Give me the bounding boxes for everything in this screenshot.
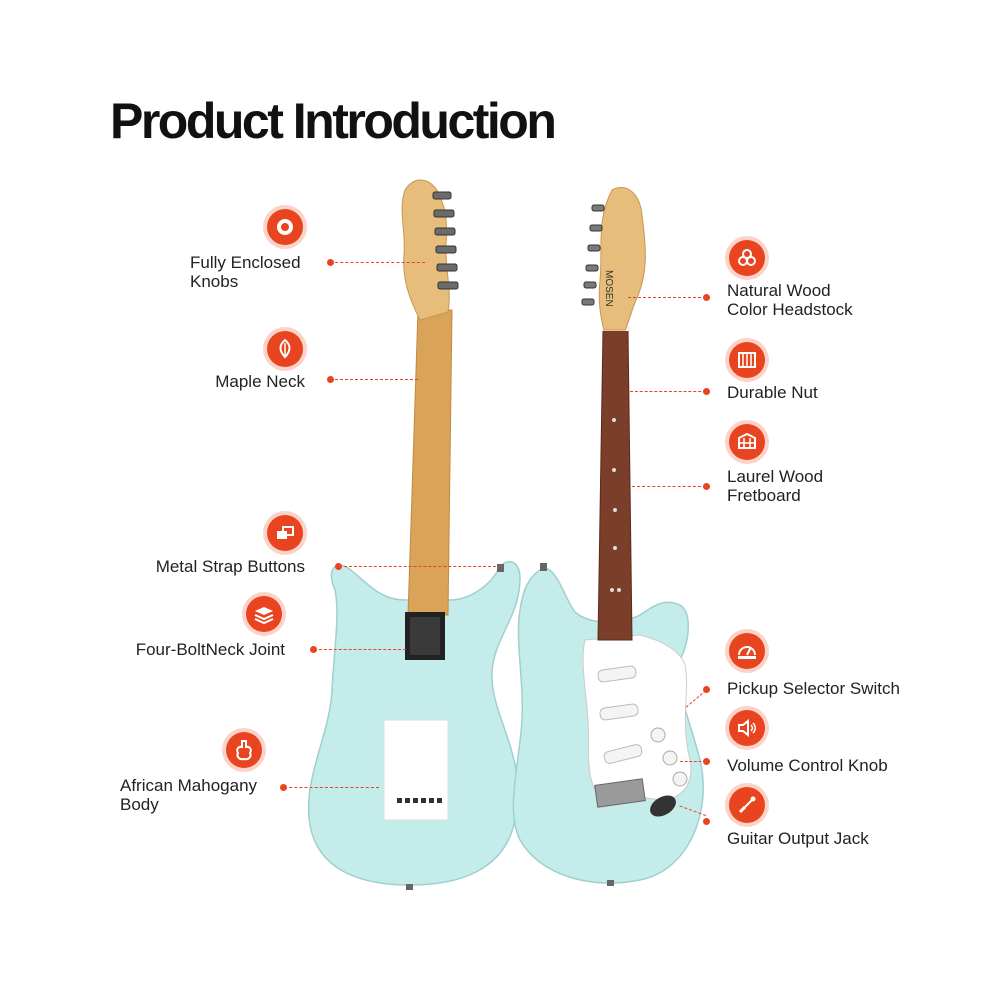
leader-line bbox=[330, 262, 425, 263]
layers-icon bbox=[246, 596, 282, 632]
leader-dot bbox=[310, 646, 317, 653]
page-title: Product Introduction bbox=[110, 93, 557, 149]
leader-dot bbox=[703, 294, 710, 301]
feature-label-strap-buttons: Metal Strap Buttons bbox=[155, 557, 305, 576]
leader-line bbox=[330, 379, 418, 380]
maple-leaf-icon bbox=[267, 331, 303, 367]
leader-line bbox=[339, 566, 501, 567]
leader-line bbox=[314, 649, 406, 650]
leader-dot bbox=[703, 818, 710, 825]
jack-cable-icon bbox=[729, 787, 765, 823]
feature-label-knobs: Fully Enclosed Knobs bbox=[190, 253, 301, 291]
guitar-back-view bbox=[307, 179, 521, 890]
selector-switch-icon bbox=[729, 633, 765, 669]
leader-line bbox=[628, 297, 706, 298]
feature-label-headstock: Natural Wood Color Headstock bbox=[727, 281, 853, 319]
feature-label-maple-neck: Maple Neck bbox=[215, 372, 305, 391]
strap-button-icon bbox=[267, 515, 303, 551]
leader-dot bbox=[335, 563, 342, 570]
leader-dot bbox=[703, 388, 710, 395]
knob-icon bbox=[267, 209, 303, 245]
feature-label-body: African Mahogany Body bbox=[120, 776, 258, 814]
leader-line bbox=[680, 761, 706, 762]
wood-logs-icon bbox=[729, 240, 765, 276]
leader-dot bbox=[327, 376, 334, 383]
leader-line bbox=[284, 787, 379, 788]
headstock-brand: MOSEN bbox=[603, 270, 614, 307]
leader-dot bbox=[327, 259, 334, 266]
nut-icon bbox=[729, 342, 765, 378]
feature-label-neck-joint: Four-BoltNeck Joint bbox=[135, 640, 285, 659]
feature-label-nut: Durable Nut bbox=[727, 383, 818, 402]
leader-dot bbox=[703, 686, 710, 693]
leader-line bbox=[632, 486, 706, 487]
feature-label-fretboard: Laurel Wood Fretboard bbox=[727, 467, 824, 505]
leader-dot bbox=[703, 758, 710, 765]
guitar-body-icon bbox=[226, 732, 262, 768]
guitar-front-view: MOSEN bbox=[512, 187, 704, 886]
leader-line bbox=[630, 391, 706, 392]
leader-dot bbox=[703, 483, 710, 490]
feature-label-selector: Pickup Selector Switch bbox=[727, 679, 900, 698]
leader-dot bbox=[280, 784, 287, 791]
feature-label-output-jack: Guitar Output Jack bbox=[727, 829, 869, 848]
speaker-icon bbox=[729, 710, 765, 746]
feature-label-volume: Volume Control Knob bbox=[727, 756, 888, 775]
fretboard-icon bbox=[729, 424, 765, 460]
